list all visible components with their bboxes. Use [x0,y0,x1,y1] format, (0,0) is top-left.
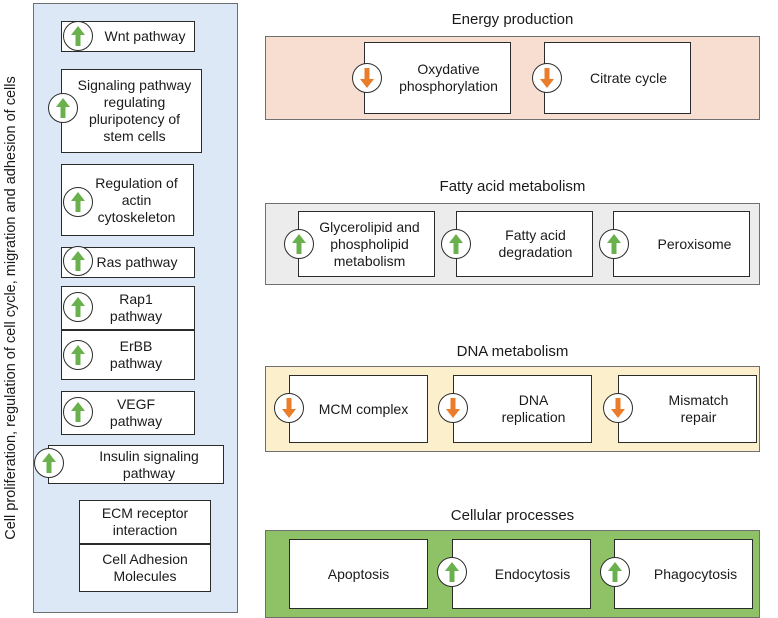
left-item-label: Signaling pathway regulating pluripotenc… [77,77,192,144]
group-item-label: DNA replication [501,392,566,425]
group-item-endocytosis: Endocytosis [452,539,591,609]
up-arrow-icon [63,292,93,322]
left-item-label: ECM receptor interaction [101,505,189,538]
group-item-apoptosis: Apoptosis [289,539,428,609]
group-item-label: Endocytosis [494,565,571,582]
group-item-label: MCM complex [318,400,409,417]
left-item-insulin: Insulin signaling pathway [48,445,224,484]
group-item-mismatch: Mismatch repair [618,375,757,443]
left-item-actin: Regulation of actin cytoskeleton [61,164,194,236]
left-item-pluripotency: Signaling pathway regulating pluripotenc… [61,69,202,153]
up-arrow-icon [63,340,93,370]
left-item-cam: Cell Adhesion Molecules [79,544,211,592]
group-item-label: Citrate cycle [589,69,668,86]
group-item-mcm: MCM complex [289,375,428,443]
group-item-label: Phagocytosis [653,565,738,582]
left-item-ecm: ECM receptor interaction [79,500,211,544]
up-arrow-icon [284,229,314,259]
up-arrow-icon [600,557,630,587]
group-title-fatty: Fatty acid metabolism [439,178,586,195]
group-item-oxphos: Oxydative phosphorylation [364,42,511,114]
group-item-label: Apoptosis [327,565,390,582]
group-item-phagocytosis: Phagocytosis [614,539,753,609]
left-item-label: Insulin signaling pathway [99,447,199,481]
group-item-glycerolipid: Glycerolipid and phospholipid metabolism [298,211,435,277]
down-arrow-icon [603,393,633,423]
up-arrow-icon [441,229,471,259]
down-arrow-icon [532,63,562,93]
group-item-label: Mismatch repair [668,392,729,425]
group-item-label: Oxydative phosphorylation [399,61,498,94]
left-item-label: Rap1 pathway [109,291,163,324]
left-panel-vertical-label: Cell proliferation, regulation of cell c… [3,76,19,540]
down-arrow-icon [352,63,382,93]
up-arrow-icon [63,397,93,427]
group-item-citrate: Citrate cycle [544,42,691,114]
left-item-label: Cell Adhesion Molecules [102,551,188,584]
group-title-dna: DNA metabolism [456,343,569,360]
group-title-energy: Energy production [451,11,574,28]
up-arrow-icon [63,187,93,217]
group-title-cellular: Cellular processes [450,507,575,524]
left-item-label: Regulation of actin cytoskeleton [95,174,178,225]
left-item-label: ErBB pathway [109,338,163,371]
up-arrow-icon [437,557,467,587]
up-arrow-icon [48,93,78,123]
up-arrow-icon [63,246,93,276]
group-item-dna-replication: DNA replication [453,375,592,443]
left-item-label: Wnt pathway [104,28,186,44]
group-item-peroxisome: Peroxisome [613,211,750,277]
down-arrow-icon [274,393,304,423]
group-item-fatty-degradation: Fatty acid degradation [456,211,593,277]
group-item-label: Peroxisome [657,235,732,252]
group-item-label: Fatty acid degradation [498,227,573,260]
up-arrow-icon [599,229,629,259]
left-item-label: VEGF pathway [109,396,163,429]
up-arrow-icon [63,21,93,51]
left-item-label: Ras pathway [96,254,178,270]
up-arrow-icon [34,448,64,478]
down-arrow-icon [438,393,468,423]
group-item-label: Glycerolipid and phospholipid metabolism [319,218,420,269]
